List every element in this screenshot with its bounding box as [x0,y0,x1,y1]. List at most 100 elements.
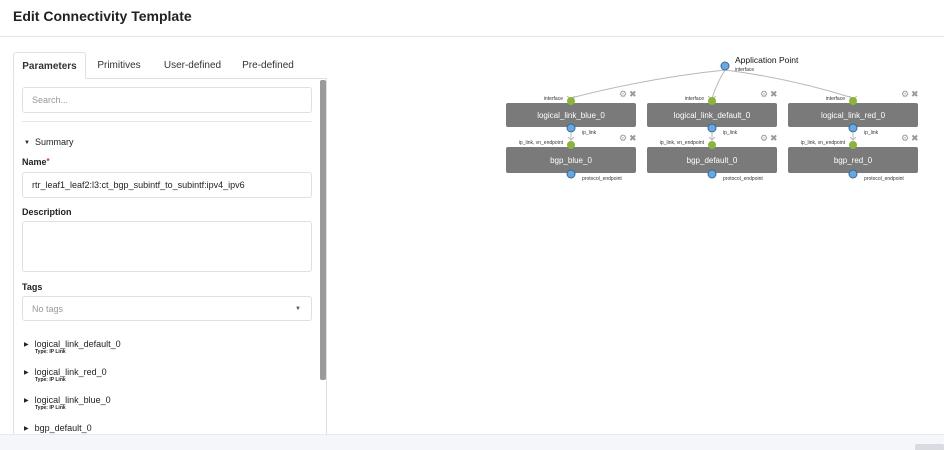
bgp-box-label: bgp_red_0 [834,156,873,165]
caret-right-icon: ▶ [24,426,29,432]
description-field[interactable] [22,221,312,272]
name-field[interactable]: rtr_leaf1_leaf2:l3:ct_bgp_subintf_to_sub… [22,172,312,198]
port-label: interface [735,67,754,73]
port-label: ip_link, vn_endpoint [660,140,705,146]
output-port[interactable] [566,123,576,133]
caret-right-icon: ▶ [24,370,29,376]
primitive-type: Type: IP Link [35,349,66,355]
divider [0,36,944,37]
gear-icon[interactable]: ⚙ [901,89,909,99]
port-label: ip_link [723,130,738,136]
primitive-name: logical_link_red_0 [34,367,107,377]
edge [711,69,726,99]
bgp-box[interactable] [506,147,636,173]
logical-link-box[interactable] [788,103,918,127]
arrow-icon [567,132,575,141]
name-label: Name* [22,157,50,167]
tab-user-defined[interactable]: User-defined [163,60,222,71]
name-value: rtr_leaf1_leaf2:l3:ct_bgp_subintf_to_sub… [32,180,245,190]
caret-down-icon: ▼ [24,140,30,146]
required-marker: * [46,157,50,166]
port-label: protocol_endpoint [723,176,763,182]
port-label: interface [685,96,704,102]
input-port[interactable] [567,97,575,105]
close-icon[interactable]: ✖ [770,133,778,143]
tags-label: Tags [22,282,43,292]
port-label: ip_link, vn_endpoint [801,140,846,146]
tab-pre-defined[interactable]: Pre-defined [242,60,294,71]
divider [22,121,312,122]
caret-right-icon: ▶ [24,342,29,348]
port-label: protocol_endpoint [864,176,904,182]
edge [570,69,726,99]
tags-placeholder: No tags [32,303,64,314]
output-port[interactable] [707,169,717,179]
bgp-box-label: bgp_default_0 [687,156,738,165]
search-input[interactable]: Search... [22,87,312,113]
page-title: Edit Connectivity Template [13,8,192,24]
edge [724,69,854,99]
primitive-type: Type: IP Link [35,377,66,383]
summary-toggle[interactable]: ▼ Summary [24,137,73,147]
footer-button[interactable] [915,444,944,450]
output-port[interactable] [566,169,576,179]
bgp-box-label: bgp_blue_0 [550,156,592,165]
primitive-name: logical_link_blue_0 [34,395,111,405]
tab-primitives[interactable]: Primitives [97,60,141,71]
gear-icon[interactable]: ⚙ [619,89,627,99]
gear-icon[interactable]: ⚙ [901,133,909,143]
arrow-icon [708,132,716,141]
port-label: protocol_endpoint [582,176,622,182]
application-point-port[interactable] [720,61,730,71]
input-port[interactable] [567,141,575,149]
search-placeholder: Search... [32,95,69,105]
bgp-box[interactable] [647,147,777,173]
port-label: interface [544,96,563,102]
gear-icon[interactable]: ⚙ [619,133,627,143]
close-icon[interactable]: ✖ [629,133,637,143]
port-label: ip_link [864,130,879,136]
close-icon[interactable]: ✖ [770,89,778,99]
arrow-icon [849,132,857,141]
footer-bar [0,434,944,450]
close-icon[interactable]: ✖ [911,133,919,143]
column-2: logical_link_red_0⚙✖interfaceip_linkbgp_… [788,89,919,182]
application-point-label: Application Point [735,55,799,65]
tab-parameters[interactable]: Parameters [13,52,86,79]
column-1: logical_link_default_0⚙✖interfaceip_link… [647,89,778,182]
close-icon[interactable]: ✖ [629,89,637,99]
name-label-text: Name [22,157,47,167]
caret-right-icon: ▶ [24,398,29,404]
gear-icon[interactable]: ⚙ [760,133,768,143]
primitive-name: logical_link_default_0 [34,339,121,349]
input-port[interactable] [849,97,857,105]
close-icon[interactable]: ✖ [911,89,919,99]
primitive-name: bgp_default_0 [34,423,92,433]
input-port[interactable] [708,141,716,149]
output-port[interactable] [707,123,717,133]
logical-link-box-label: logical_link_default_0 [674,111,751,120]
port-label: ip_link, vn_endpoint [519,140,564,146]
output-port[interactable] [848,169,858,179]
chevron-down-icon: ▼ [295,305,301,312]
description-label: Description [22,207,72,217]
logical-link-box[interactable] [647,103,777,127]
parameters-panel [13,78,327,438]
template-diagram: Application Point interface logical_link… [506,55,919,182]
tags-select[interactable]: No tags ▼ [22,296,312,321]
bgp-box[interactable] [788,147,918,173]
summary-label: Summary [34,137,74,147]
scrollbar[interactable] [320,80,326,380]
primitive-item[interactable]: ▶ bgp_default_0 [24,423,92,433]
port-label: interface [826,96,845,102]
output-port[interactable] [848,123,858,133]
gear-icon[interactable]: ⚙ [760,89,768,99]
primitive-type: Type: IP Link [35,405,66,411]
logical-link-box[interactable] [506,103,636,127]
input-port[interactable] [708,97,716,105]
port-label: ip_link [582,130,597,136]
input-port[interactable] [849,141,857,149]
